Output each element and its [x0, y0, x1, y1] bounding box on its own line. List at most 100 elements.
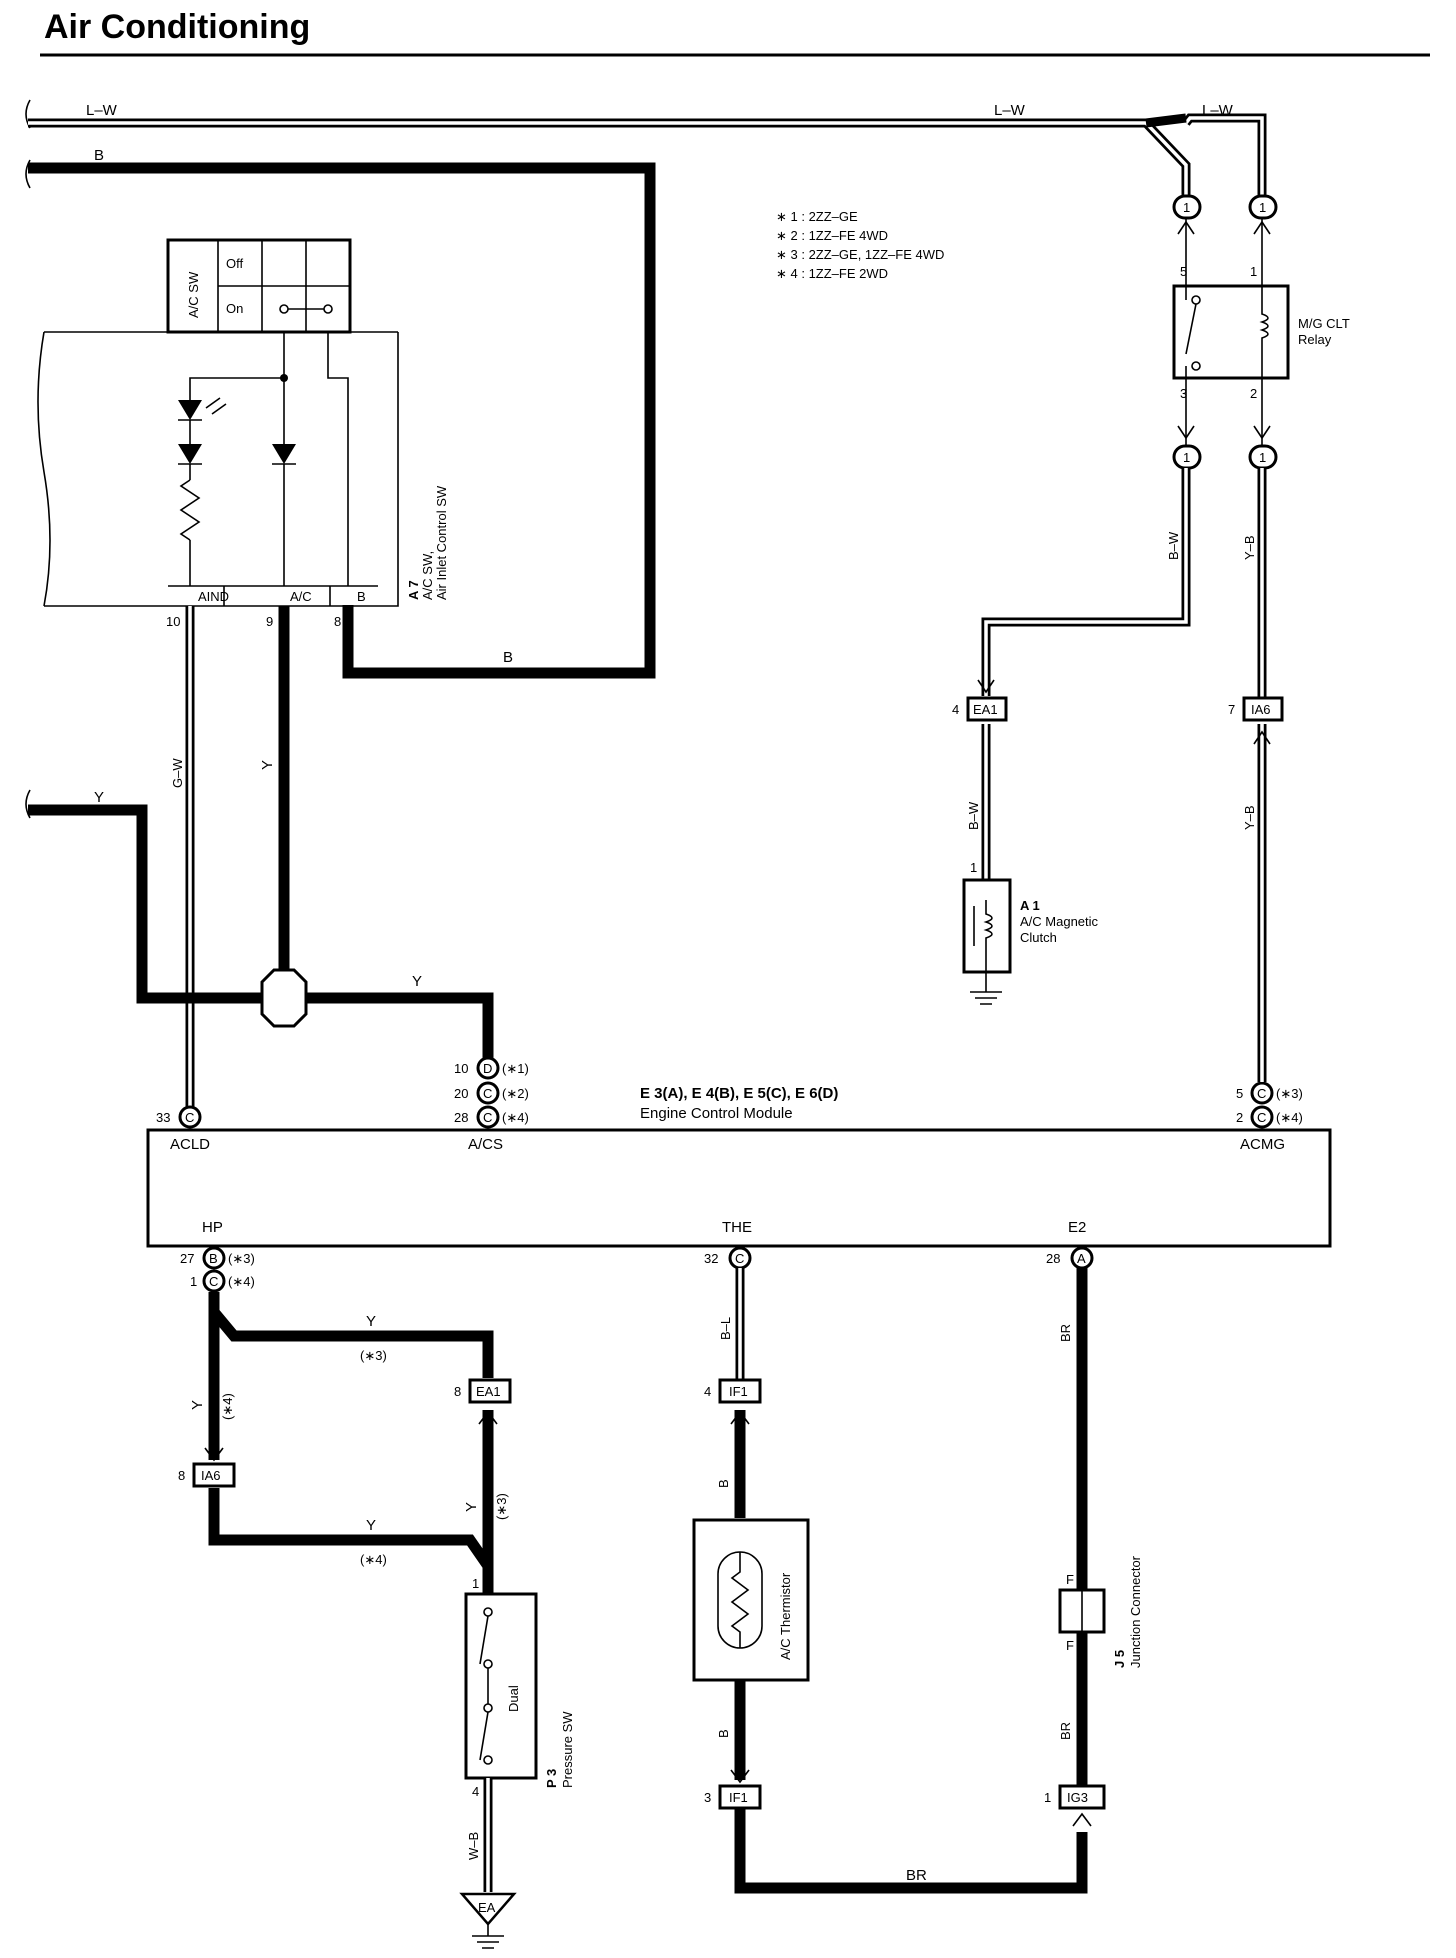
jb-circle-1: 1	[1183, 200, 1190, 215]
wire-label-bw-2: B–W	[966, 801, 981, 830]
ecm-pin-acmg3-num: 5	[1236, 1086, 1243, 1101]
a7-code: A 7	[406, 580, 421, 600]
ecm-pin-hp3-letter: B	[209, 1251, 218, 1266]
relay-pin-3: 3	[1180, 386, 1187, 401]
a7-name1: A/C SW,	[420, 551, 435, 600]
p3-pressure-switch: Dual 1 4 P 3 Pressure SW	[464, 1576, 575, 1799]
a7-on-label: On	[226, 301, 243, 316]
wire-label-bw-1: B–W	[1166, 531, 1181, 560]
ecm-pin-acs1-num: 10	[454, 1061, 468, 1076]
ecm-pin-acmg4-var: (∗4)	[1276, 1110, 1303, 1125]
wire-label-br-1: BR	[1058, 1324, 1073, 1342]
ac-thermistor: A/C Thermistor	[692, 1518, 810, 1682]
ea1-top-pin: 4	[952, 702, 959, 717]
a7-pin-b: 8	[334, 614, 341, 629]
wire-label-y-1: Y	[94, 789, 104, 806]
a1-pin: 1	[970, 860, 977, 875]
wire-b-the-lower: B IF1 3 BR	[704, 1680, 1088, 1894]
ecm-pin-hp4-letter: C	[209, 1274, 218, 1289]
p3-inner: Dual	[506, 1685, 521, 1712]
ia6-top-label: IA6	[1251, 702, 1271, 717]
relay-pin-2: 2	[1250, 386, 1257, 401]
wire-label-y-3: Y	[412, 973, 422, 990]
ecm-pin-acs2-letter: C	[483, 1086, 492, 1101]
note-2: ∗ 2 : 1ZZ–FE 4WD	[776, 228, 888, 243]
ea1-top-label: EA1	[973, 702, 998, 717]
ecm-pin-acmg4-num: 2	[1236, 1110, 1243, 1125]
wire-label-y-2: Y	[259, 760, 276, 770]
wire-bl-the: B–L IF1 4 B	[704, 1268, 762, 1518]
wire-label-lw-1: L–W	[86, 102, 118, 119]
ecm-pin-hp4-var: (∗4)	[228, 1274, 255, 1289]
ia6-left-label: IA6	[201, 1468, 221, 1483]
ecm-pin-acld-num: 33	[156, 1110, 170, 1125]
if1-top-pin: 4	[704, 1384, 711, 1399]
wire-label-b-1: B	[94, 147, 104, 164]
wire-label-b-2: B	[503, 649, 513, 666]
note-1: ∗ 1 : 2ZZ–GE	[776, 209, 858, 224]
a7-name2: Air Inlet Control SW	[434, 485, 449, 600]
p3-pin-bottom: 4	[472, 1784, 479, 1799]
a7-off-label: Off	[226, 256, 243, 271]
relay-name1: M/G CLT	[1298, 316, 1350, 331]
wire-label-y-hp-4: Y	[463, 1502, 480, 1512]
wire-label-b-the-2: B	[716, 1729, 731, 1738]
ecm-pin-e2-letter: A	[1077, 1251, 1086, 1266]
wire-y-ac: Y Y Y	[28, 606, 494, 1060]
page-title: Air Conditioning	[44, 8, 310, 46]
j5-code: J 5	[1112, 1650, 1127, 1668]
ecm-pin-hp4-num: 1	[190, 1274, 197, 1289]
relay-pin-1: 1	[1250, 264, 1257, 279]
wire-yb: Y–B Y–B IA6 7	[1228, 468, 1284, 1082]
wire-label-lw-2: L–W	[994, 102, 1026, 119]
if1-top-label: IF1	[729, 1384, 748, 1399]
ecm: E 3(A), E 4(B), E 5(C), E 6(D) Engine Co…	[146, 1056, 1332, 1293]
a1-name2: Clutch	[1020, 930, 1057, 945]
wire-bw: B–W B–W	[966, 468, 1191, 880]
a1-magnetic-clutch: 1 A 1 A/C Magnetic Clutch	[962, 860, 1099, 1005]
wire-label-y-hp-1: Y	[366, 1313, 376, 1330]
variant-notes: ∗ 1 : 2ZZ–GE ∗ 2 : 1ZZ–FE 4WD ∗ 3 : 2ZZ–…	[776, 209, 944, 281]
wire-label-wb: W–B	[466, 1832, 481, 1860]
j5-pin-top: F	[1066, 1572, 1074, 1587]
a7-term-ac: A/C	[290, 589, 312, 604]
p3-code: P 3	[544, 1769, 559, 1788]
a1-code: A 1	[1020, 898, 1040, 913]
wire-gw: G–W	[170, 606, 195, 1110]
wire-label-bl: B–L	[718, 1317, 733, 1340]
a1-name1: A/C Magnetic	[1020, 914, 1099, 929]
wire-lw-top: L–W L–W L–W	[28, 102, 1267, 198]
ecm-term-acld: ACLD	[170, 1136, 210, 1153]
wire-label-br-2: BR	[1058, 1722, 1073, 1740]
ecm-pin-the-letter: C	[735, 1251, 744, 1266]
wire-label-y-hp-3: Y	[366, 1517, 376, 1534]
wire-label-yb-2: Y–B	[1242, 805, 1257, 830]
wire-label-br-bottom: BR	[906, 1867, 927, 1884]
wire-break-marks	[25, 99, 31, 819]
note-3: ∗ 3 : 2ZZ–GE, 1ZZ–FE 4WD	[776, 247, 944, 262]
ecm-pin-hp3-num: 27	[180, 1251, 194, 1266]
ecm-pin-acmg4-letter: C	[1257, 1110, 1266, 1125]
ecm-pin-hp3-var: (∗3)	[228, 1251, 255, 1266]
ea1-left-pin: 8	[454, 1384, 461, 1399]
jb-circle-2: 1	[1259, 200, 1266, 215]
ecm-pin-acs1-letter: D	[483, 1061, 492, 1076]
ig3-label: IG3	[1067, 1790, 1088, 1805]
if1-bottom-label: IF1	[729, 1790, 748, 1805]
a7-sw-label: A/C SW	[186, 271, 201, 318]
ecm-codes: E 3(A), E 4(B), E 5(C), E 6(D)	[640, 1085, 838, 1102]
wire-label-y-hp-2-var: (∗4)	[220, 1393, 235, 1420]
ecm-term-acs: A/CS	[468, 1136, 503, 1153]
wire-label-y-hp-2: Y	[189, 1400, 206, 1410]
wire-label-yb-1: Y–B	[1242, 535, 1257, 560]
ecm-term-the: THE	[722, 1219, 752, 1236]
ia6-left-pin: 8	[178, 1468, 185, 1483]
ea1-left-label: EA1	[476, 1384, 501, 1399]
if1-bottom-pin: 3	[704, 1790, 711, 1805]
ea-ground-label: EA	[478, 1900, 496, 1915]
note-4: ∗ 4 : 1ZZ–FE 2WD	[776, 266, 888, 281]
connector-ea1-top: EA1 4	[952, 696, 1008, 722]
ecm-pin-e2-num: 28	[1046, 1251, 1060, 1266]
thermistor-name: A/C Thermistor	[778, 1572, 793, 1660]
